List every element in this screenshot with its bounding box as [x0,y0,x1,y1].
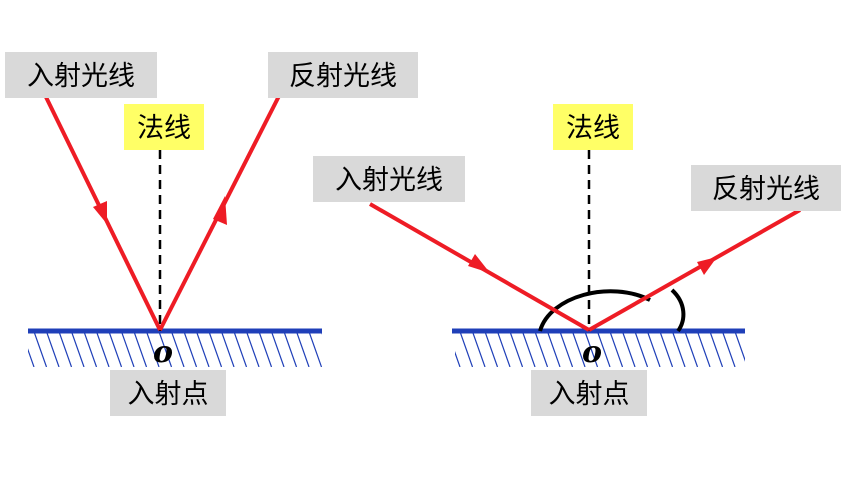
left-normal-label-bg [124,104,204,150]
right-incidence-point-label: 入射点 [549,379,630,410]
hatch-line [108,333,123,367]
hatch-line [572,333,586,367]
left-reflected-label-bg [268,52,418,98]
left-incident-label-bg [5,52,157,98]
hatch-line [647,333,661,367]
hatch-line [748,333,760,367]
hatch-line [171,333,185,367]
hatch-line [96,333,110,367]
right-mirror-hatching [455,333,760,367]
right-point-o-label: o [582,335,602,370]
right-incident-label-bg [313,156,465,202]
left-reflected-label: 反射光线 [289,61,397,92]
right-incidence-angle-arc [538,289,651,332]
hatch-line [28,348,35,367]
left-reflected-arrowhead [213,196,227,225]
hatch-line [258,333,273,367]
left-incident-arrowhead [93,201,107,224]
hatch-line [534,333,549,367]
hatch-line [659,333,674,367]
hatch-line [722,333,736,367]
left-mirror-hatching [28,333,322,367]
hatch-line [121,333,135,367]
hatch-line [221,333,235,367]
hatch-line [283,333,298,367]
right-incidence-point-label-bg [531,370,647,416]
hatch-line [622,333,636,367]
hatch-line [46,333,60,367]
left-point-o-label: o [153,335,173,370]
hatch-line [83,333,98,367]
right-reflected-ray [588,208,801,332]
hatch-line [308,333,322,367]
hatch-line [196,333,210,367]
right-normal-label-bg [553,104,633,150]
hatch-line [597,333,611,367]
hatch-line [208,333,223,367]
hatch-line [697,333,711,367]
hatch-line [609,333,624,367]
right-reflected-label-bg [691,165,841,211]
hatch-line [296,333,310,367]
left-incidence-point-label: 入射点 [128,379,209,410]
right-incident-label: 入射光线 [335,165,443,196]
hatch-line [484,333,499,367]
hatch-line [672,333,686,367]
hatch-line [684,333,699,367]
right-diagram: 入射光线 反射光线 法线 o 入射点 [313,104,841,416]
hatch-line [472,333,486,367]
left-normal-label: 法线 [137,113,191,144]
hatch-line [321,333,322,335]
hatch-line [58,333,73,367]
right-reflected-arrowhead [697,257,717,275]
hatch-line [33,333,48,367]
right-reflected-label: 反射光线 [712,174,820,205]
right-incident-arrowhead [468,254,490,273]
hatch-line [133,333,148,367]
left-incidence-point-label-bg [110,370,226,416]
hatch-line [246,333,260,367]
hatch-line [71,333,85,367]
hatch-line [634,333,649,367]
hatch-line [734,333,745,362]
left-incident-label: 入射光线 [27,61,135,92]
hatch-line [522,333,536,367]
hatch-line [271,333,285,367]
hatch-line [455,351,461,367]
left-diagram: 入射光线 反射光线 法线 o 入射点 [5,52,418,416]
hatch-line [158,333,173,367]
right-normal-label: 法线 [566,113,620,144]
hatch-line [459,333,474,367]
hatch-line [233,333,248,367]
right-reflection-angle-arc [670,288,686,333]
hatch-line [547,333,561,367]
hatch-line [183,333,198,367]
hatch-line [146,333,160,367]
hatch-line [509,333,524,367]
hatch-line [584,333,599,367]
hatch-line [709,333,724,367]
hatch-line [497,333,511,367]
hatch-line [559,333,574,367]
